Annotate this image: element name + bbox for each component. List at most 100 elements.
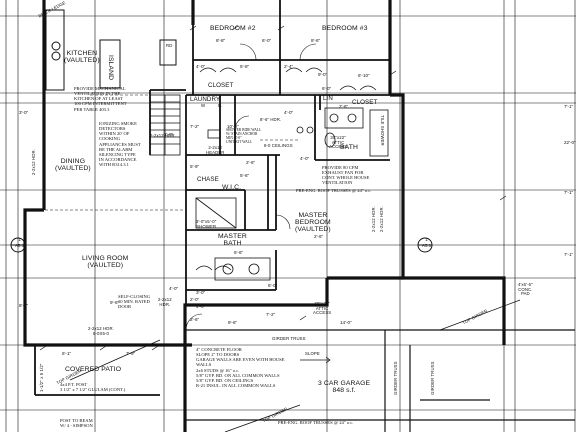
note-hdr3-l1: 2-2x12 HDR. — [88, 326, 114, 331]
room-wic: W.I.C. — [222, 184, 242, 191]
brick-ledge — [69, 299, 521, 432]
note-bath-l4: UNIT KIT WALL — [226, 140, 253, 145]
dim-5: 2'-4" — [284, 64, 294, 69]
room-closet-right: CLOSET — [352, 99, 378, 106]
note-attic2: 30"x22" ATTIC ACCESS — [313, 301, 331, 316]
note-self-closing: SELF-CLOSING 20 MIN. RATED DOOR — [118, 294, 162, 309]
dim-22: 7'-1" — [564, 190, 574, 195]
section-mark-right-sheet: A5.1 — [422, 242, 432, 248]
section-markers — [10, 237, 433, 253]
note-smoke-l7: SILENCING TYPE — [99, 151, 136, 157]
room-lin: LIN — [323, 95, 333, 102]
note-shower: 3'-0"x5'-0" SHOWER — [196, 219, 217, 229]
room-island: ISLAND — [107, 55, 114, 81]
note-patio-post: 4x4 P.T. POST 3 1/2" x 7 1/2" GLULAM (CO… — [60, 382, 160, 392]
dim-8: 9'-0" — [318, 72, 328, 77]
dim-1: 8'-8" — [216, 38, 226, 43]
room-garage-line2: 848 s.f. — [332, 387, 356, 395]
note-post-to-beam-l1: POST TO BEAM — [60, 418, 93, 423]
closet-arcs — [195, 67, 377, 271]
dim-33: 7'-1" — [564, 104, 574, 109]
note-smoke-l6: BE THE ALARM — [99, 146, 133, 152]
side-text-right: 2-2x12 HDR. — [371, 206, 376, 232]
dim-28: 5'-6" — [234, 250, 244, 255]
note-bath-l3: MIN. 4'-0" — [226, 136, 242, 141]
dim-4: 5'-8" — [240, 64, 250, 69]
note-mech-vent-l1: PROVIDE MECHANICAL — [74, 86, 126, 91]
note-conc-pad-l2: CONC. — [518, 286, 533, 292]
note-smoke-l4: COOKING — [99, 136, 121, 142]
note-garage-l6: 5/8" GYP. BD. ON ALL COMMON WALLS — [196, 372, 280, 378]
dim-26: 8'-0" — [19, 303, 29, 308]
section-mark-right-num: 1 — [425, 237, 428, 242]
slope-arrow — [300, 356, 331, 364]
note-bath: SHOWER BIDE WALL W/ STAIN ANCHOR MIN. 4'… — [226, 128, 266, 144]
note-garage-l4: WALLS — [196, 362, 212, 368]
dim-27: 2'-6" — [314, 234, 324, 239]
note-post-to-beam-l2: W/ 4 - SIMPSON — [60, 423, 93, 429]
note-hdr2: 2-2x12 HDR. — [158, 297, 172, 307]
note-patio-post-l2: 3 1/2" x 7 1/2" GLULAM (CONT.) — [60, 387, 126, 393]
dim-10: 7'-2" — [190, 124, 200, 129]
note-conc-pad-l3: PAD — [520, 291, 530, 296]
note-hdr1: 2-2x12 HEADER — [206, 145, 225, 155]
dim-25: 3'-0" — [19, 110, 29, 115]
note-mech-vent-l3: KITCHEN OF AT LEAST — [74, 96, 124, 102]
note-post-to-beam: POST TO BEAM W/ 4 - SIMPSON — [60, 418, 130, 428]
side-text-right2: 2-2x12 HDR. — [379, 206, 384, 232]
section-mark-left-num: 1 — [18, 237, 21, 242]
note-smoke-l9: WITH R314.3.1 — [99, 162, 129, 168]
note-garage-l8: R-21 INSUL. IN ALL COMMON WALLS — [196, 382, 276, 388]
room-laundry: LAUNDRY — [190, 96, 221, 103]
room-bedroom2: BEDROOM #2 — [210, 25, 256, 32]
dim-18: 9'-6" — [228, 320, 238, 325]
section-mark-right: 1 A5.1 — [422, 237, 432, 248]
dim-12: 2'-6" — [339, 104, 349, 109]
note-self-closing-l1: SELF-CLOSING — [118, 294, 151, 299]
dim-38: 4'-0" — [300, 156, 310, 161]
note-girder-truss-v1: GIRDER TRUSS — [393, 361, 398, 395]
stair — [149, 94, 181, 156]
note-self-closing-l2: 20 MIN. RATED — [118, 299, 150, 305]
note-shower-l1: 3'-0"x5'-0" — [196, 219, 217, 224]
dim-ticks — [39, 25, 507, 351]
room-master-bedroom-line1: MASTER — [298, 212, 328, 219]
note-smoke-l2: DETECTORS — [99, 126, 126, 132]
dim-7: 6'-10" — [358, 73, 370, 78]
room-chase: CHASE — [197, 176, 219, 183]
room-living-room-line1: LIVING ROOM — [82, 255, 129, 262]
bath-fixtures — [195, 107, 389, 281]
note-bath-l2: W/ STAIN ANCHOR — [226, 132, 258, 137]
interior-walls — [34, 0, 390, 396]
letter-rd: RD — [166, 43, 173, 48]
note-hdr1-l2: HEADER — [206, 149, 225, 155]
room-closet-left: CLOSET — [208, 82, 234, 89]
dim-24: 22'-0" — [564, 140, 576, 145]
side-text-left: 2-2x12 HDR. — [31, 149, 36, 175]
note-conc-pad: 4'x6'-6" CONC. PAD — [518, 282, 533, 297]
section-mark-left-sheet: A5.1 — [15, 242, 25, 248]
note-shower-l2: SHOWER — [196, 223, 217, 229]
dim-19: 14'-0" — [340, 320, 352, 325]
note-attic1: 30"x22" ATTIC ACCESS — [329, 135, 347, 150]
note-patio-post-l1: 4x4 P.T. POST — [60, 382, 88, 387]
note-smoke-l3: WITHIN 20' OF — [99, 131, 130, 137]
note-ceilings: 8-0 CEILINGS — [264, 143, 293, 148]
note-garage-l3: GARAGE WALLS ARE EVEN WITH HOUSE — [196, 357, 285, 363]
dim-6: 8'-6" — [311, 38, 321, 43]
room-kitchen: KITCHEN (VAULTED) — [64, 50, 100, 64]
room-master-bedroom-line3: (VAULTED) — [295, 226, 331, 234]
note-hdr3-l2: 6-0X5-0 — [92, 330, 109, 336]
room-bath: BATH — [340, 144, 359, 151]
hr-mark-1: 2-2x12 HDR. — [150, 133, 176, 138]
door-swings — [185, 43, 317, 331]
note-girder-truss: GIRDER TRUSS — [272, 336, 306, 341]
dim-14: 6'-1" — [62, 351, 72, 356]
note-mech-vent: PROVIDE MECHANICAL VENTILATION IN THE KI… — [74, 86, 138, 112]
room-kitchen-line1: KITCHEN — [66, 50, 98, 57]
note-garage-l2: SLOPE 2" TO DOORS — [196, 352, 240, 358]
dim-2: 6'-0" — [262, 38, 272, 43]
note-bath-l1: SHOWER BIDE WALL — [226, 128, 262, 132]
note-attic1-l1: 30"x22" — [330, 135, 346, 140]
